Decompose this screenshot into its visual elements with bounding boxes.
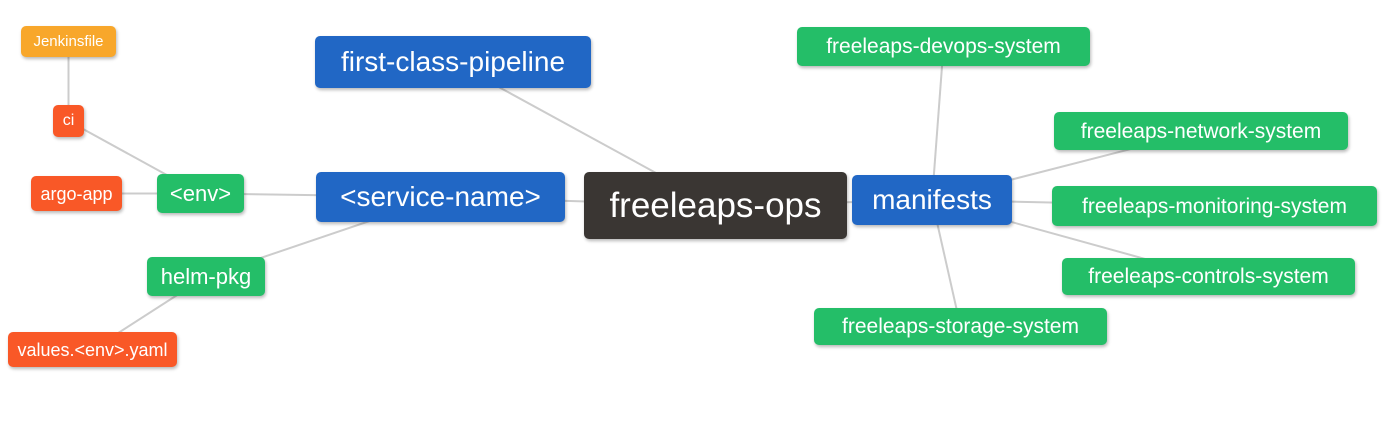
node-storage-system[interactable]: freeleaps-storage-system (814, 308, 1107, 345)
node-label: manifests (872, 184, 992, 215)
node-service-name[interactable]: <service-name> (316, 172, 565, 222)
node-monitoring-system[interactable]: freeleaps-monitoring-system (1052, 186, 1377, 226)
node-network-system[interactable]: freeleaps-network-system (1054, 112, 1348, 150)
node-env[interactable]: <env> (157, 174, 244, 213)
node-label: freeleaps-network-system (1080, 119, 1322, 143)
node-helm-pkg[interactable]: helm-pkg (147, 257, 265, 296)
node-label: argo-app (40, 183, 113, 204)
node-label: freeleaps-monitoring-system (1082, 194, 1347, 218)
node-label: first-class-pipeline (340, 46, 566, 77)
node-first-class-pipeline[interactable]: first-class-pipeline (315, 36, 591, 88)
node-jenkinsfile[interactable]: Jenkinsfile (21, 26, 116, 57)
node-freeleaps-ops[interactable]: freeleaps-ops (584, 172, 847, 239)
node-label: <env> (169, 180, 232, 206)
node-label: helm-pkg (160, 263, 252, 289)
node-label: freeleaps-ops (609, 186, 822, 225)
node-devops-system[interactable]: freeleaps-devops-system (797, 27, 1090, 66)
node-argo-app[interactable]: argo-app (31, 176, 122, 211)
node-manifests[interactable]: manifests (852, 175, 1012, 225)
node-label: Jenkinsfile (33, 33, 104, 50)
node-label: values.<env>.yaml (17, 339, 168, 360)
edge-manifests-devops-system (931, 46, 945, 201)
node-label: freeleaps-devops-system (826, 35, 1061, 58)
node-label: <service-name> (340, 181, 541, 212)
node-ci[interactable]: ci (53, 105, 84, 137)
node-label: freeleaps-controls-system (1088, 265, 1329, 288)
node-label: ci (62, 112, 75, 129)
node-controls-system[interactable]: freeleaps-controls-system (1062, 258, 1355, 295)
node-values-env-yaml[interactable]: values.<env>.yaml (8, 332, 177, 367)
node-label: freeleaps-storage-system (842, 315, 1079, 338)
